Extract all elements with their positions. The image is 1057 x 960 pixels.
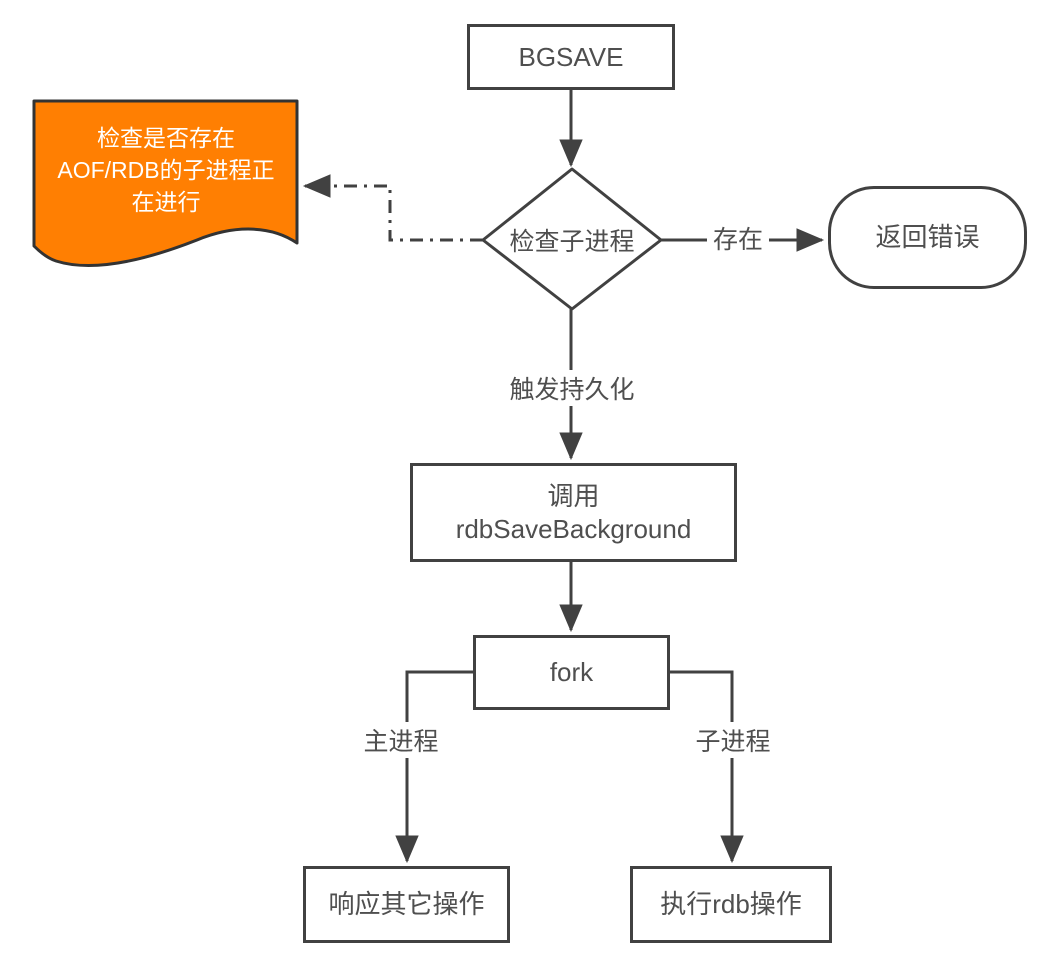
edge-fork-to-exec-rdb bbox=[670, 670, 744, 864]
note-text: 检查是否存在 AOF/RDB的子进程正 在进行 bbox=[40, 122, 292, 218]
edge-check-to-note bbox=[302, 174, 483, 242]
node-bgsave-label: BGSAVE bbox=[518, 41, 624, 72]
node-call-rdbsavebackground: 调用 rdbSaveBackground bbox=[410, 463, 737, 562]
edge-label-main-process: 主进程 bbox=[357, 722, 445, 758]
node-fork: fork bbox=[473, 635, 670, 710]
edge-fork-to-respond-other bbox=[395, 670, 473, 864]
note-document-shape bbox=[32, 99, 299, 268]
decision-diamond-shape bbox=[481, 167, 663, 311]
edge-label-exists: 存在 bbox=[706, 220, 770, 256]
node-return-error-label: 返回错误 bbox=[875, 222, 980, 252]
note-line-1: 检查是否存在 bbox=[97, 125, 235, 151]
call-rdbsave-line1: 调用 bbox=[547, 480, 600, 511]
node-exec-rdb-op: 执行rdb操作 bbox=[630, 866, 832, 943]
node-respond-other-ops: 响应其它操作 bbox=[303, 866, 510, 943]
node-exec-rdb-op-label: 执行rdb操作 bbox=[660, 889, 802, 919]
edge-label-trigger-persistence: 触发持久化 bbox=[503, 370, 641, 406]
node-return-error: 返回错误 bbox=[828, 186, 1027, 289]
note-line-3: 在进行 bbox=[131, 189, 201, 215]
edge-label-child-process: 子进程 bbox=[689, 722, 777, 758]
note-line-2: AOF/RDB的子进程正 bbox=[57, 157, 275, 183]
node-fork-label: fork bbox=[549, 657, 594, 687]
node-call-rdbsavebackground-label: 调用 rdbSaveBackground bbox=[456, 480, 692, 546]
node-check-child-process-label: 检查子进程 bbox=[509, 228, 635, 256]
node-respond-other-ops-label: 响应其它操作 bbox=[328, 889, 485, 919]
node-bgsave: BGSAVE bbox=[467, 24, 675, 90]
call-rdbsave-line2: rdbSaveBackground bbox=[455, 513, 692, 544]
